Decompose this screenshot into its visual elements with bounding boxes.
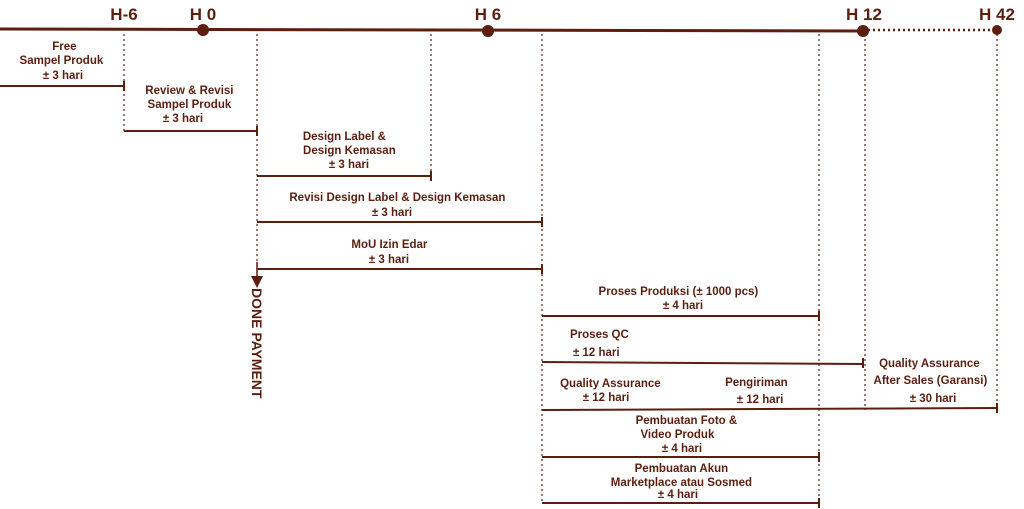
task-bar-revisi-design (257, 217, 543, 227)
milestone-label-h42: H 42 (979, 5, 1015, 24)
milestone-label-h12: H 12 (846, 5, 882, 24)
task-labels: Free Sampel Produk ± 3 hari Review & Rev… (20, 41, 991, 501)
milestone-dot-h42 (992, 25, 1002, 35)
task-bar-proses-qc (541, 358, 864, 368)
done-payment-label: DONE PAYMENT (249, 288, 265, 399)
task-label-mou-izin: MoU Izin Edar ± 3 hari (351, 239, 430, 266)
milestone-label-h0: H 0 (190, 5, 216, 24)
task-label-quality-assurance: Quality Assurance ± 12 hari (560, 378, 664, 404)
milestone-dot-h12 (857, 25, 869, 37)
task-bar-akun-marketplace (542, 498, 820, 508)
task-bars (0, 81, 998, 508)
task-bar-proses-produksi (542, 311, 820, 321)
task-bar-free-sample (0, 81, 125, 91)
task-label-revisi-design: Revisi Design Label & Design Kemasan ± 3… (289, 192, 508, 219)
task-label-design-label: Design Label & Design Kemasan ± 3 hari (303, 131, 399, 171)
task-label-qa-after-sales: Quality Assurance After Sales (Garansi) … (874, 358, 991, 405)
task-bar-mou-izin (257, 264, 543, 274)
task-label-akun-marketplace: Pembuatan Akun Marketplace atau Sosmed ±… (611, 463, 755, 501)
milestone-label-hm6: H-6 (110, 5, 137, 24)
milestone-labels: H-6 H 0 H 6 H 12 H 42 (110, 5, 1015, 24)
task-bar-qa-pengiriman (541, 403, 998, 413)
task-bar-foto-video (542, 452, 820, 462)
milestone-label-h6: H 6 (475, 5, 501, 24)
task-label-pengiriman: Pengiriman ± 12 hari (725, 377, 791, 406)
task-label-proses-produksi: Proses Produksi (± 1000 pcs) ± 4 hari (599, 286, 762, 312)
milestone-dot-h0 (197, 24, 209, 36)
dotted-guides (123, 34, 998, 503)
task-bar-review-revisi (124, 126, 258, 136)
task-label-foto-video: Pembuatan Foto & Video Produk ± 4 hari (636, 415, 741, 455)
task-label-free-sample: Free Sampel Produk ± 3 hari (20, 41, 107, 82)
task-bar-design-label (257, 171, 432, 181)
task-label-review-revisi: Review & Revisi Sampel Produk ± 3 hari (145, 85, 236, 125)
milestone-dots (197, 24, 1002, 37)
main-timeline (0, 27, 997, 33)
milestone-dot-h6 (482, 25, 494, 37)
task-label-proses-qc: Proses QC ± 12 hari (570, 329, 632, 359)
